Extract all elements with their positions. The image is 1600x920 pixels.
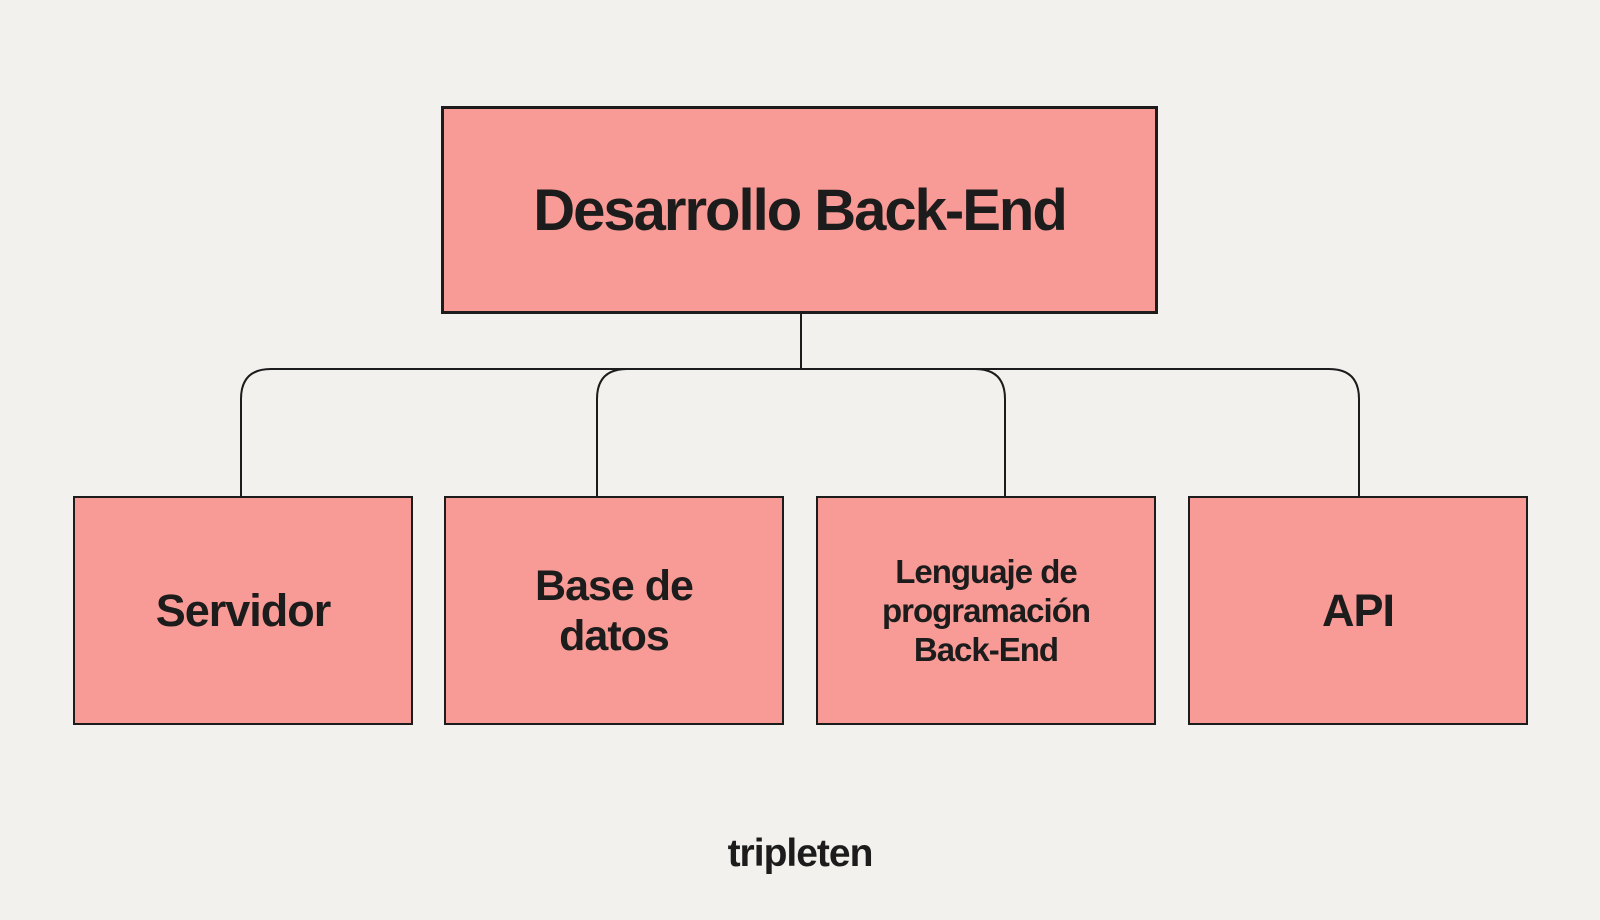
child-node-label: API (1321, 584, 1395, 636)
child-node-label: Base de datos (535, 561, 694, 660)
child-node-label: Servidor (155, 584, 332, 636)
child-node-label: Lenguaje de programación Back-End (881, 553, 1091, 668)
child-node-api: API (1188, 496, 1528, 725)
connector-api (801, 368, 1360, 496)
child-node-base-de-datos: Base de datos (444, 496, 784, 725)
root-node-label: Desarrollo Back-End (533, 177, 1068, 243)
root-node: Desarrollo Back-End (441, 106, 1158, 314)
connector-base-de-datos (596, 368, 801, 496)
connector-lenguaje (801, 368, 1006, 496)
child-node-servidor: Servidor (73, 496, 413, 725)
child-node-lenguaje: Lenguaje de programación Back-End (816, 496, 1156, 725)
connector-servidor (240, 368, 801, 496)
tripleten-logo: tripleten (727, 832, 874, 875)
